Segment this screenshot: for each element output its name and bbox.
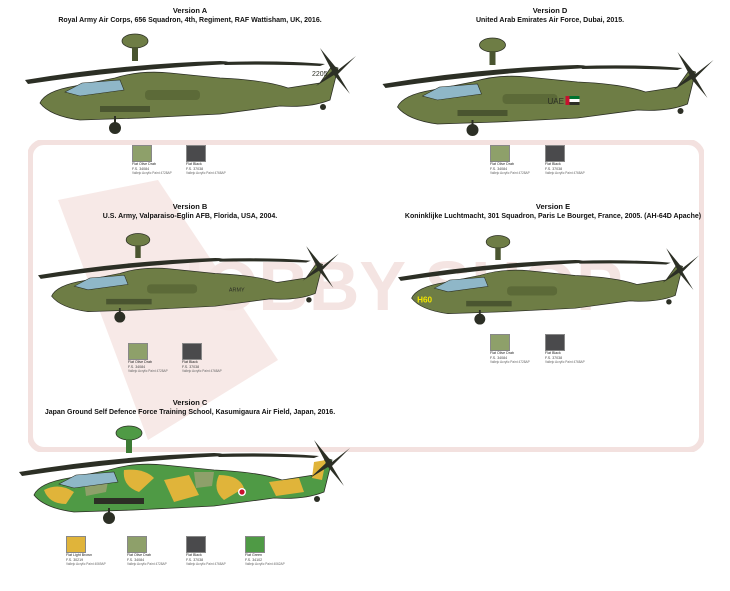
version-a-title: Version A bbox=[172, 6, 208, 15]
swatch-paint: Vallejo Acrylic Paint 4728AP bbox=[127, 562, 167, 567]
version-c-swatch-4: Flat Green F.S. 34102 Vallejo Acrylic Pa… bbox=[245, 536, 285, 567]
swatch-paint: Vallejo Acrylic Paint 4728AP bbox=[490, 360, 530, 365]
version-d-description: United Arab Emirates Air Force, Dubai, 2… bbox=[475, 17, 625, 24]
version-e-caption: Version E Koninklijke Luchtmacht, 301 Sq… bbox=[388, 202, 718, 220]
swatch-name: Flat Black bbox=[186, 553, 202, 557]
swatch-name: Flat Black bbox=[186, 162, 202, 166]
version-a-swatch-2: Flat Black F.S. 37038 Vallejo Acrylic Pa… bbox=[186, 145, 226, 176]
apache-silhouette-camo bbox=[19, 425, 350, 524]
version-a-description: Royal Army Air Corps, 656 Squadron, 4th,… bbox=[58, 17, 322, 24]
swatch-paint: Vallejo Acrylic Paint 4768AP bbox=[545, 360, 585, 365]
swatch-color bbox=[186, 536, 206, 553]
swatch-fs: F.S. 37038 bbox=[182, 364, 200, 369]
swatch-color bbox=[186, 145, 206, 162]
version-c-description: Japan Ground Self Defence Force Training… bbox=[44, 409, 336, 416]
swatch-paint: Vallejo Acrylic Paint 4768AP bbox=[186, 171, 226, 176]
version-a-caption: Version A Royal Army Air Corps, 656 Squa… bbox=[40, 6, 340, 24]
version-a-marking: 2205 bbox=[312, 71, 328, 78]
swatch-color bbox=[545, 145, 565, 162]
helicopter-e: H60 bbox=[398, 235, 699, 325]
swatch-fs: F.S. 34084 bbox=[490, 166, 508, 171]
apache-silhouette: 2205 bbox=[25, 33, 356, 134]
version-d-swatch-2: Flat Black F.S. 37038 Vallejo Acrylic Pa… bbox=[545, 145, 585, 176]
swatch-paint: Vallejo Acrylic Paint 4768AP bbox=[186, 562, 226, 567]
swatch-name: Flat Green bbox=[245, 553, 262, 557]
swatch-paint: Vallejo Acrylic Paint 4062AP bbox=[245, 562, 285, 567]
version-d-marking: UAE bbox=[548, 97, 564, 106]
version-b-description: U.S. Army, Valparaiso-Eglin AFB, Florida… bbox=[102, 213, 278, 220]
apache-silhouette: UAE bbox=[382, 37, 714, 136]
swatch-color bbox=[66, 536, 86, 553]
swatch-fs: F.S. 30219 bbox=[66, 557, 84, 562]
swatch-name: Flat Olive Drab bbox=[490, 162, 514, 166]
swatch-name: Flat Olive Drab bbox=[490, 351, 514, 355]
version-d-swatch-1: Flat Olive Drab F.S. 34084 Vallejo Acryl… bbox=[490, 145, 530, 176]
swatch-name: Flat Olive Drab bbox=[127, 553, 151, 557]
swatch-paint: Vallejo Acrylic Paint 4728AP bbox=[490, 171, 530, 176]
swatch-paint: Vallejo Acrylic Paint 4768AP bbox=[545, 171, 585, 176]
swatch-paint: Vallejo Acrylic Paint 4728AP bbox=[132, 171, 172, 176]
helicopter-c bbox=[19, 425, 350, 524]
swatch-color bbox=[128, 343, 148, 360]
version-e-swatch-1: Flat Olive Drab F.S. 34084 Vallejo Acryl… bbox=[490, 334, 530, 365]
version-c-title: Version C bbox=[172, 398, 208, 407]
version-c-swatch-1: Flat Light Brown F.S. 30219 Vallejo Acry… bbox=[66, 536, 106, 567]
apache-silhouette: H60 bbox=[398, 235, 699, 325]
swatch-paint: Vallejo Acrylic Paint 4768AP bbox=[182, 369, 222, 374]
version-b-marking: ARMY bbox=[229, 288, 245, 294]
version-a-swatch-1: Flat Olive Drab F.S. 34084 Vallejo Acryl… bbox=[132, 145, 172, 176]
swatch-fs: F.S. 34084 bbox=[132, 166, 150, 171]
swatch-fs: F.S. 37038 bbox=[186, 557, 204, 562]
version-b-swatch-1: Flat Olive Drab F.S. 34084 Vallejo Acryl… bbox=[128, 343, 168, 374]
swatch-fs: F.S. 34084 bbox=[490, 355, 508, 360]
version-c-swatch-2: Flat Olive Drab F.S. 34084 Vallejo Acryl… bbox=[127, 536, 167, 567]
swatch-name: Flat Olive Drab bbox=[128, 360, 152, 364]
swatch-color bbox=[490, 145, 510, 162]
swatch-name: Flat Black bbox=[545, 351, 561, 355]
swatch-fs: F.S. 37038 bbox=[545, 355, 563, 360]
apache-silhouette: ARMY bbox=[38, 233, 339, 323]
version-c-caption: Version C Japan Ground Self Defence Forc… bbox=[20, 398, 360, 416]
version-d-title: Version D bbox=[532, 6, 568, 15]
swatch-fs: F.S. 34102 bbox=[245, 557, 263, 562]
helicopter-b: ARMY bbox=[38, 233, 339, 323]
swatch-paint: Vallejo Acrylic Paint 4069AP bbox=[66, 562, 106, 567]
swatch-color bbox=[182, 343, 202, 360]
swatch-name: Flat Light Brown bbox=[66, 553, 92, 557]
swatch-paint: Vallejo Acrylic Paint 4728AP bbox=[128, 369, 168, 374]
swatch-name: Flat Black bbox=[545, 162, 561, 166]
version-b-title: Version B bbox=[172, 202, 208, 211]
swatch-name: Flat Black bbox=[182, 360, 198, 364]
version-e-title: Version E bbox=[535, 202, 571, 211]
swatch-color bbox=[545, 334, 565, 351]
version-b-caption: Version B U.S. Army, Valparaiso-Eglin AF… bbox=[30, 202, 350, 220]
swatch-color bbox=[127, 536, 147, 553]
helicopter-a: 2205 bbox=[25, 33, 356, 134]
helicopter-d: UAE bbox=[382, 37, 714, 136]
swatch-name: Flat Olive Drab bbox=[132, 162, 156, 166]
swatch-color bbox=[245, 536, 265, 553]
version-e-swatch-2: Flat Black F.S. 37038 Vallejo Acrylic Pa… bbox=[545, 334, 585, 365]
version-e-description: Koninklijke Luchtmacht, 301 Squadron, Pa… bbox=[404, 213, 702, 220]
swatch-fs: F.S. 37038 bbox=[186, 166, 204, 171]
version-b-swatch-2: Flat Black F.S. 37038 Vallejo Acrylic Pa… bbox=[182, 343, 222, 374]
swatch-color bbox=[490, 334, 510, 351]
swatch-fs: F.S. 34084 bbox=[127, 557, 145, 562]
swatch-fs: F.S. 34084 bbox=[128, 364, 146, 369]
swatch-fs: F.S. 37038 bbox=[545, 166, 563, 171]
swatch-color bbox=[132, 145, 152, 162]
version-c-swatch-3: Flat Black F.S. 37038 Vallejo Acrylic Pa… bbox=[186, 536, 226, 567]
version-d-caption: Version D United Arab Emirates Air Force… bbox=[390, 6, 710, 24]
version-e-marking: H60 bbox=[417, 296, 432, 305]
